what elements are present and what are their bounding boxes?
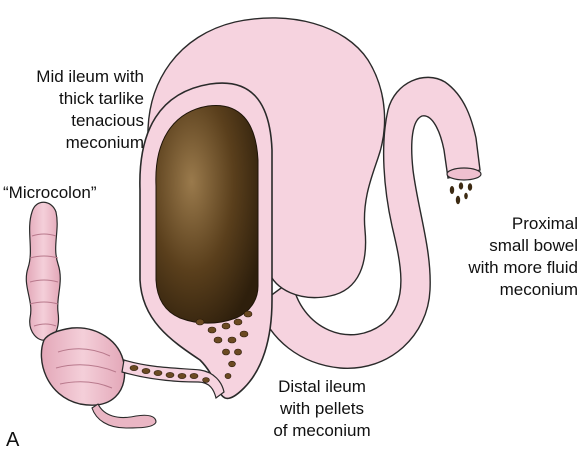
fluid-meconium-drips [450, 182, 472, 204]
proximal-bowel-opening [447, 168, 481, 180]
label-distal-ileum: Distal ileum with pellets of meconium [262, 376, 382, 442]
label-proximal-line: Proximal [458, 213, 578, 235]
label-mid-ileum-line: thick tarlike [4, 88, 144, 110]
label-microcolon: “Microcolon” [3, 182, 133, 204]
label-mid-ileum-line: meconium [4, 132, 144, 154]
label-distal-line: of meconium [262, 420, 382, 442]
appendix [92, 404, 156, 428]
label-proximal-line: meconium [458, 279, 578, 301]
label-proximal-small-bowel: Proximal small bowel with more fluid mec… [458, 213, 578, 301]
label-distal-line: with pellets [262, 398, 382, 420]
label-mid-ileum: Mid ileum with thick tarlike tenacious m… [4, 66, 144, 154]
cecum [41, 328, 124, 405]
label-proximal-line: small bowel [458, 235, 578, 257]
label-mid-ileum-line: tenacious [4, 110, 144, 132]
label-distal-line: Distal ileum [262, 376, 382, 398]
thick-meconium [156, 105, 258, 323]
label-mid-ileum-line: Mid ileum with [4, 66, 144, 88]
microcolon [26, 202, 60, 340]
label-proximal-line: with more fluid [458, 257, 578, 279]
panel-letter: A [6, 428, 19, 452]
